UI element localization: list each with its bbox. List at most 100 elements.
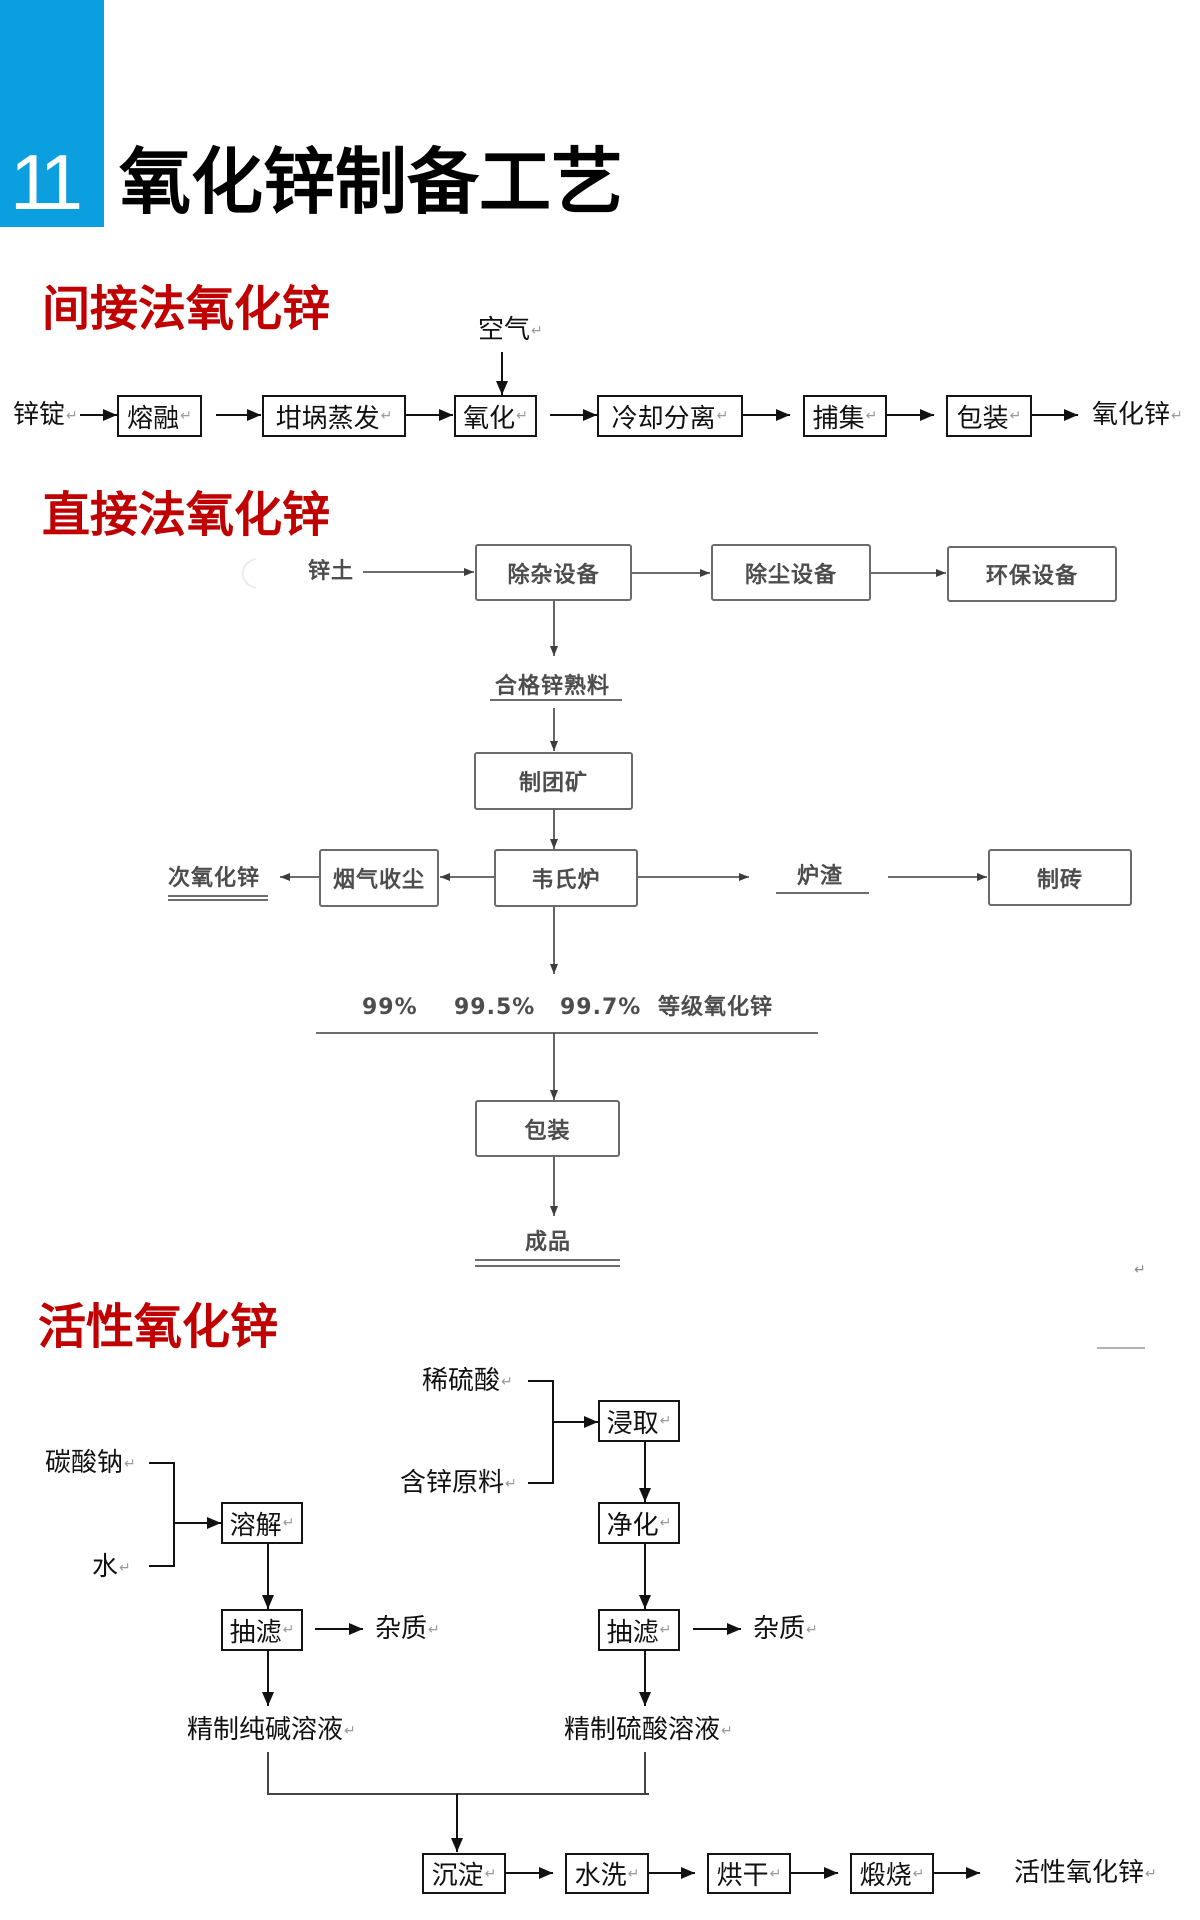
- step-box-leach: 浸取↵: [598, 1400, 680, 1442]
- paragraph-mark-icon: ↵: [516, 408, 528, 424]
- paragraph-mark-icon: ↵: [380, 408, 393, 424]
- paragraph-mark-icon: ↵: [531, 322, 543, 339]
- label-text: 水: [92, 1552, 119, 1582]
- secondary-zinc-oxide-label: 次氧化锌: [168, 866, 261, 891]
- section-heading-active: 活性氧化锌: [38, 1299, 279, 1355]
- label-text: 空气: [478, 315, 531, 345]
- slide-number: 11: [10, 138, 83, 226]
- step-label: 冷却分离: [611, 403, 716, 434]
- paragraph-mark-icon: ↵: [501, 1373, 513, 1390]
- paragraph-mark-icon: ↵: [659, 1622, 672, 1638]
- paragraph-mark-icon: ↵: [66, 407, 78, 424]
- step-label: 浸取: [606, 1408, 659, 1439]
- faint-arc-artifact: [241, 558, 257, 589]
- refined-alkali-solution-label: 精制纯碱溶液↵: [187, 1715, 356, 1746]
- paragraph-mark-icon: ↵: [721, 1722, 733, 1739]
- slide-number-bar: [0, 0, 104, 227]
- qualified-clinker-label: 合格锌熟料: [495, 674, 611, 699]
- step-box-precipitation: 沉淀↵: [422, 1853, 506, 1894]
- step-box-oxidation: 氧化↵: [454, 395, 537, 437]
- paragraph-mark-icon: ↵: [1134, 1262, 1146, 1278]
- paragraph-mark-icon: ↵: [124, 1455, 136, 1472]
- step-box-drying: 烘干↵: [707, 1853, 791, 1894]
- grade-label-99-5: 99.5%: [454, 995, 536, 1020]
- paragraph-mark-icon: ↵: [806, 1621, 818, 1638]
- step-label: 韦氏炉: [531, 868, 601, 893]
- label-text: 精制纯碱溶液: [187, 1715, 344, 1745]
- step-box-pelletizing: 制团矿: [474, 752, 633, 810]
- zinc-oxide-output-label: 氧化锌↵: [1092, 401, 1183, 430]
- paragraph-mark-icon: ↵: [716, 408, 729, 424]
- paragraph-mark-icon: ↵: [1009, 408, 1022, 424]
- step-label: 烟气收尘: [332, 868, 425, 893]
- step-label: 制砖: [1036, 867, 1083, 893]
- step-label: 沉淀: [431, 1861, 484, 1891]
- air-input-label: 空气↵: [478, 316, 543, 345]
- paragraph-mark-icon: ↵: [282, 1622, 295, 1638]
- step-label: 抽滤: [229, 1617, 282, 1648]
- grades-caption: 等级氧化锌: [658, 995, 774, 1020]
- label-text: 精制硫酸溶液: [564, 1715, 721, 1745]
- step-label: 烘干: [716, 1861, 769, 1891]
- step-label: 包装: [524, 1118, 571, 1144]
- paragraph-mark-icon: ↵: [659, 1515, 672, 1531]
- step-box-dissolve: 溶解↵: [221, 1502, 303, 1544]
- step-box-filter-left: 抽滤↵: [221, 1609, 303, 1651]
- paragraph-mark-icon: ↵: [627, 1865, 640, 1882]
- water-input-label: 水↵: [92, 1552, 131, 1583]
- section-heading-direct: 直接法氧化锌: [42, 487, 331, 543]
- step-box-purify: 净化↵: [598, 1502, 680, 1544]
- paragraph-mark-icon: ↵: [344, 1722, 356, 1739]
- step-box-melting: 熔融↵: [117, 395, 202, 437]
- label-text: 杂质: [753, 1614, 806, 1644]
- paragraph-mark-icon: ↵: [1171, 407, 1183, 424]
- paragraph-mark-icon: ↵: [769, 1865, 782, 1882]
- step-box-flue-dust-collection: 烟气收尘: [319, 849, 439, 907]
- paragraph-mark-icon: ↵: [428, 1621, 440, 1638]
- step-box-collection: 捕集↵: [803, 395, 887, 437]
- paragraph-mark-icon: ↵: [659, 1413, 672, 1429]
- slide-title: 氧化锌制备工艺: [119, 140, 624, 224]
- step-label: 水洗: [574, 1861, 627, 1891]
- step-label: 捕集: [812, 403, 865, 434]
- paragraph-mark-icon: ↵: [912, 1865, 925, 1882]
- step-label: 制团矿: [518, 771, 588, 796]
- label-text: 锌锭: [13, 400, 66, 430]
- paragraph-mark-icon: ↵: [282, 1515, 295, 1531]
- label-text: 稀硫酸: [422, 1366, 501, 1396]
- step-label: 氧化: [463, 403, 516, 434]
- slag-label: 炉渣: [797, 864, 844, 889]
- equipment-label: 环保设备: [985, 564, 1078, 589]
- step-label: 坩埚蒸发: [275, 403, 380, 434]
- paragraph-mark-icon: ↵: [865, 408, 878, 424]
- label-text: 含锌原料: [400, 1468, 505, 1498]
- step-box-brick-making: 制砖: [988, 849, 1132, 906]
- paragraph-mark-icon: ↵: [484, 1865, 497, 1882]
- grade-label-99: 99%: [362, 995, 418, 1020]
- step-box-washing: 水洗↵: [565, 1853, 649, 1894]
- refined-acid-solution-label: 精制硫酸溶液↵: [564, 1715, 733, 1746]
- step-box-filter-right: 抽滤↵: [598, 1609, 680, 1651]
- bracket-alkali-inputs: [149, 1462, 175, 1567]
- impurity-right-label: 杂质↵: [753, 1614, 818, 1645]
- section-heading-indirect: 间接法氧化锌: [42, 281, 331, 337]
- label-text: 活性氧化锌: [1014, 1858, 1145, 1888]
- zinc-soil-input-label: 锌土: [308, 559, 355, 584]
- step-box-packaging: 包装↵: [946, 395, 1032, 437]
- zinc-raw-material-input-label: 含锌原料↵: [400, 1468, 517, 1499]
- equipment-label: 除杂设备: [507, 562, 600, 588]
- paragraph-mark-icon: ↵: [505, 1475, 517, 1492]
- sodium-carbonate-input-label: 碳酸钠↵: [45, 1448, 136, 1479]
- active-zinc-oxide-output-label: 活性氧化锌↵: [1014, 1858, 1157, 1889]
- label-text: 氧化锌: [1092, 400, 1171, 430]
- equipment-box-dust-removal: 除尘设备: [711, 544, 871, 601]
- step-box-waelz-furnace: 韦氏炉: [494, 849, 638, 907]
- label-text: 杂质: [375, 1614, 428, 1644]
- step-box-calcination: 煅烧↵: [850, 1853, 934, 1894]
- equipment-box-environmental: 环保设备: [947, 546, 1117, 602]
- step-box-cooling-separation: 冷却分离↵: [597, 395, 743, 437]
- step-label: 净化: [606, 1510, 659, 1541]
- finished-product-label: 成品: [525, 1230, 572, 1255]
- label-text: 碳酸钠: [45, 1448, 124, 1478]
